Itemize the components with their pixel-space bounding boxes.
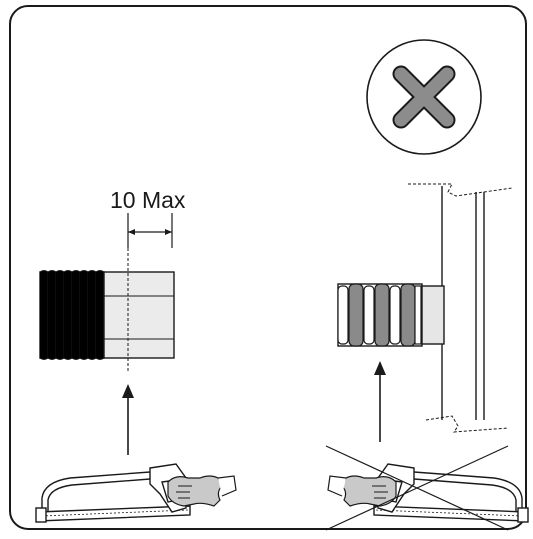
prohibited-symbol (366, 39, 482, 155)
arrow-up-icon (122, 384, 134, 455)
incorrect-cut-illustration (325, 183, 529, 531)
correct-cut-illustration: 10 Max (35, 187, 237, 523)
x-mark-icon (392, 65, 456, 129)
gasket-connector (337, 283, 445, 347)
hand-icon (327, 475, 397, 507)
dimension-label: 10 Max (110, 187, 186, 213)
arrow-up-icon (374, 361, 386, 442)
crossed-out-icon (325, 445, 509, 531)
threaded-fitting (39, 270, 175, 360)
dimension-marker (127, 213, 173, 248)
hand-icon (167, 475, 237, 507)
